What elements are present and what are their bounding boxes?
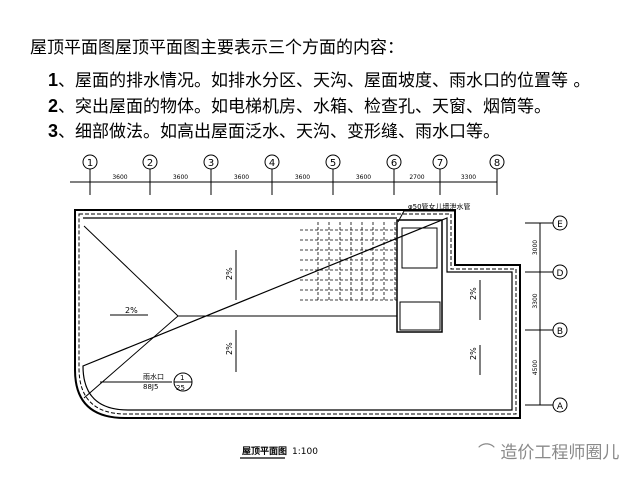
axis-label: 5 — [330, 158, 336, 169]
watermark: ⌒ 造价工程师圈儿 — [478, 443, 620, 463]
axis-label: 1 — [87, 158, 93, 169]
point-text: 、细部做法。如高出屋面泛水、天沟、变形缝、雨水口等。 — [58, 122, 501, 142]
dimension-label: 3600 — [234, 174, 249, 181]
axis-label: 8 — [494, 158, 500, 169]
parapet-dash — [78, 213, 517, 415]
drawing-stroke — [397, 210, 405, 223]
detail-sheet: 25 — [176, 384, 185, 392]
parapet-inner — [82, 217, 513, 411]
dimension-label: 3000 — [532, 240, 539, 255]
axis-label: 4 — [269, 158, 275, 169]
dimension-label: 3600 — [173, 174, 188, 181]
dimension-label: 3600 — [356, 174, 371, 181]
water-tank — [401, 227, 438, 269]
point-text: 、屋面的排水情况。如排水分区、天沟、屋面坡度、雨水口的位置等 。 — [58, 71, 591, 91]
drain-label: 雨水口 — [143, 372, 164, 381]
point-text: 、突出屋面的物体。如电梯机房、水箱、检查孔、天窗、烟筒等。 — [58, 97, 552, 117]
stair-room — [396, 219, 443, 333]
dimension-label: 4500 — [532, 360, 539, 375]
slope-label: 2% — [125, 306, 138, 315]
point-2: 2、突出屋面的物体。如电梯机房、水箱、检查孔、天窗、烟筒等。 — [48, 92, 551, 117]
axis-label: 3 — [208, 158, 214, 169]
drain-ref: 88J5 — [143, 383, 158, 391]
ridge-lines — [83, 225, 397, 399]
axis-label: A — [557, 402, 564, 412]
drawing-stroke — [110, 250, 481, 375]
axis-label: 6 — [391, 158, 397, 169]
skylight-grid — [300, 222, 397, 301]
point-3: 3、细部做法。如高出屋面泛水、天沟、变形缝、雨水口等。 — [48, 117, 500, 142]
axis-label: 7 — [437, 158, 443, 169]
slope-label: 2% — [225, 342, 234, 355]
axis-label: 2 — [147, 158, 153, 169]
column-axes: 1 3600 2 3600 3 3600 4 3600 5 3600 6 2700 7 3300 8 — [70, 154, 505, 195]
point-number: 2 — [48, 96, 59, 116]
slope-label: 2% — [225, 267, 234, 280]
pipe-note: φ50管女儿墙泄水管 — [408, 202, 471, 211]
dimension-label: 3300 — [532, 293, 539, 308]
detail-number: 1 — [180, 374, 184, 382]
axis-label: D — [557, 269, 564, 279]
axis-label: E — [557, 220, 563, 230]
dimension-label: 3300 — [461, 174, 476, 181]
point-number: 1 — [48, 70, 59, 90]
drawing-scale: 1:100 — [292, 447, 318, 457]
dimension-label: 3600 — [112, 174, 127, 181]
building-outline — [74, 209, 521, 419]
dimension-label: 3600 — [295, 174, 310, 181]
axis-label: B — [557, 327, 563, 337]
point-1: 1、屋面的排水情况。如排水分区、天沟、屋面坡度、雨水口的位置等 。 — [48, 66, 590, 91]
point-number: 3 — [48, 121, 59, 141]
slope-label: 2% — [469, 287, 478, 300]
slide-title: 屋顶平面图屋顶平面图主要表示三个方面的内容： — [30, 38, 404, 58]
drawing-caption: 屋顶平面图 — [242, 446, 287, 457]
slope-label: 2% — [469, 347, 478, 360]
hatch — [399, 301, 441, 331]
watermark-text: 造价工程师圈儿 — [500, 443, 620, 463]
dimension-label: 2700 — [409, 174, 424, 181]
drawing-stroke: 2% 2% 2% 2% 2% φ50管女儿墙泄水管 雨水口 88J5 1 25 … — [125, 202, 478, 457]
